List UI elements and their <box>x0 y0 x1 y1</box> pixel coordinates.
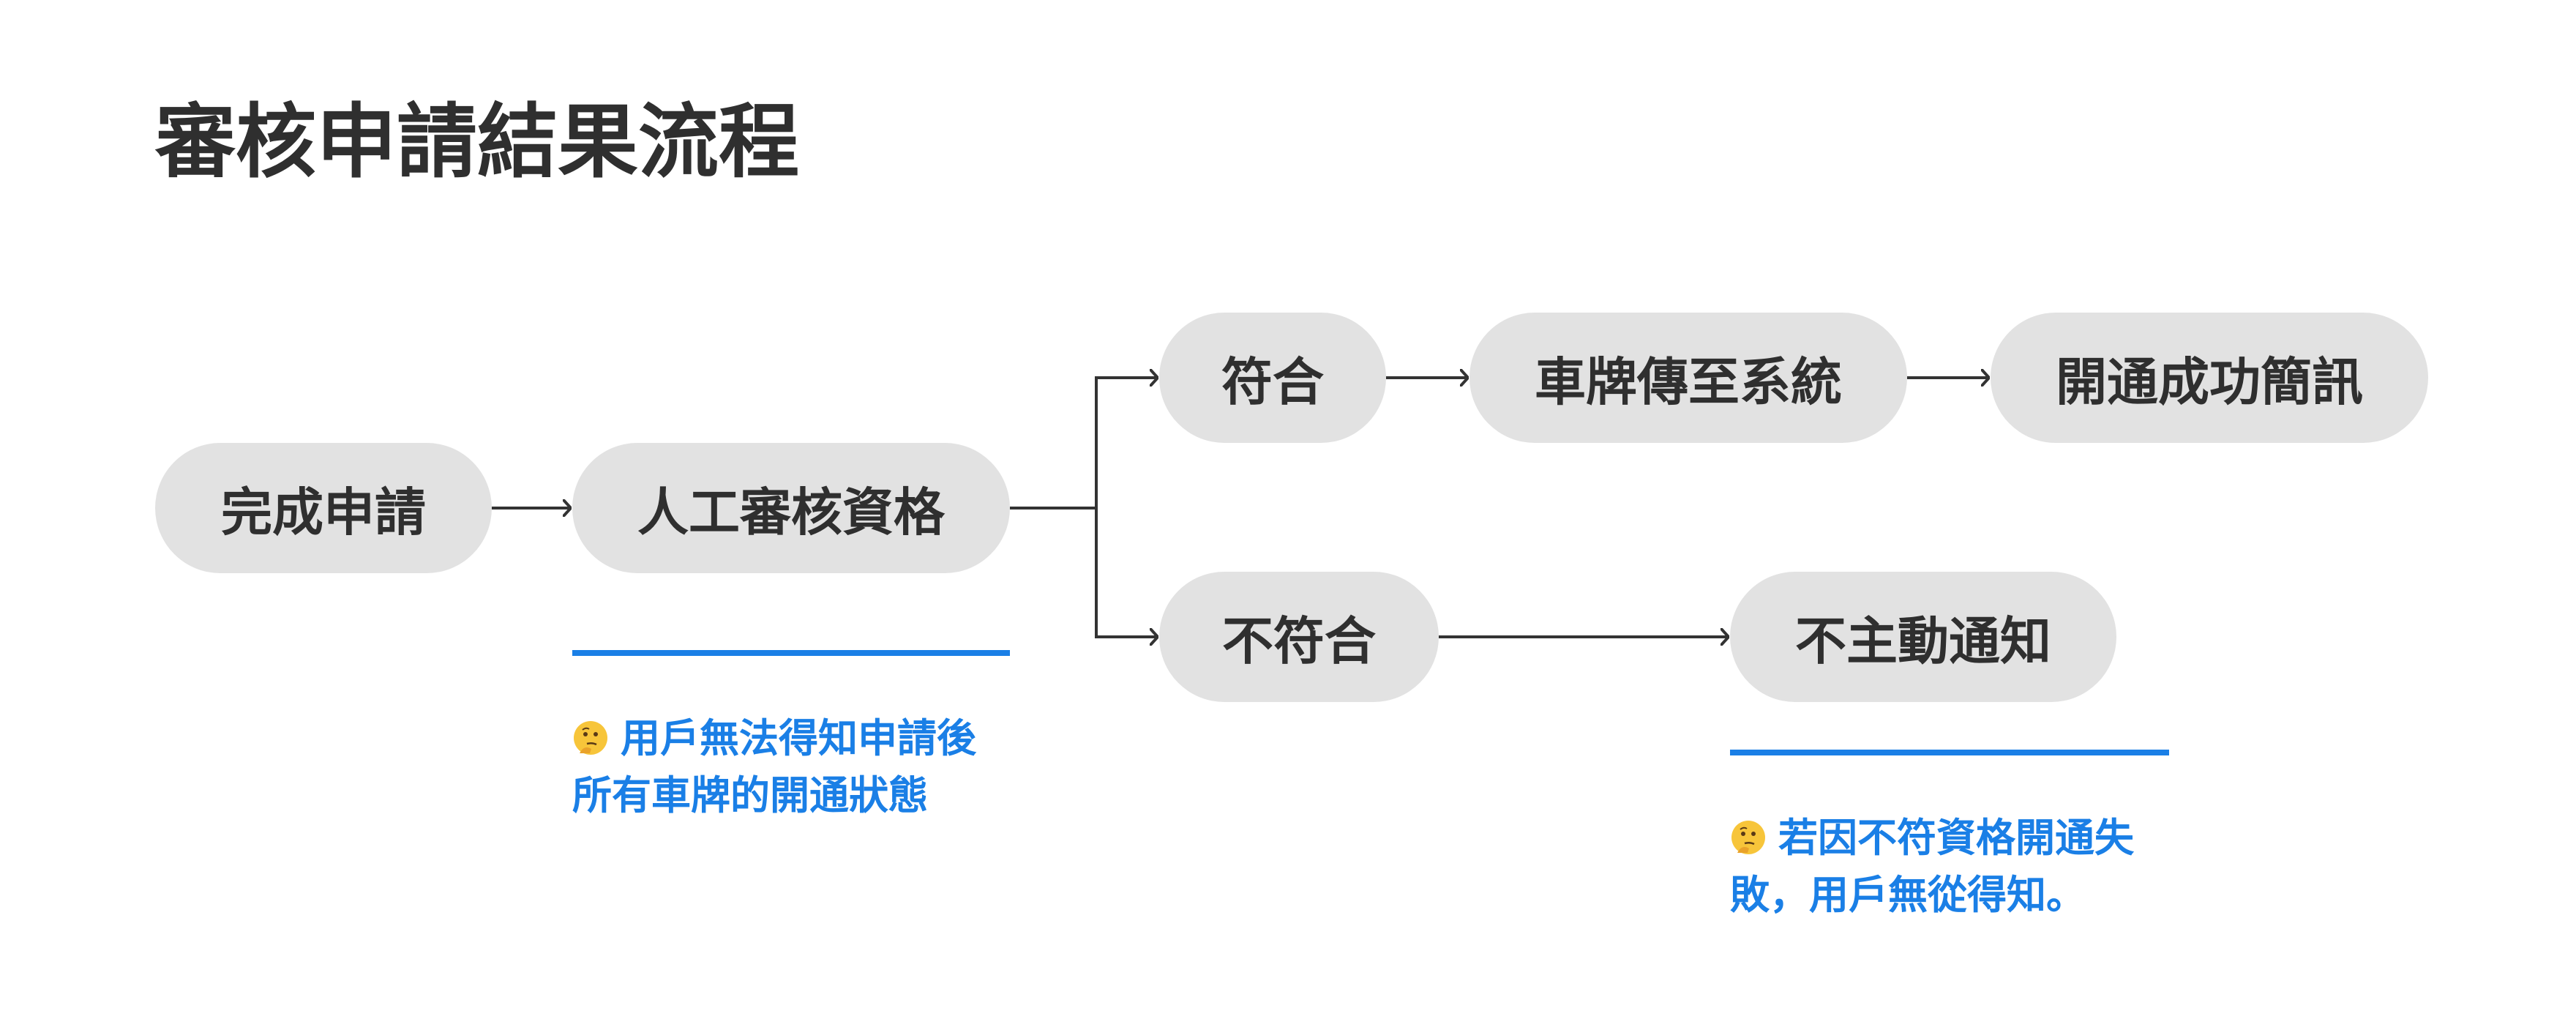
node-send-plate-to-system: 車牌傳至系統 <box>1469 313 1907 443</box>
thinking-face-icon <box>574 721 607 755</box>
note-not-qualified-text-2: 敗，用戶無從得知。 <box>1730 872 2086 918</box>
node-not-qualified: 不符合 <box>1159 572 1439 702</box>
note-underline-not-qualified <box>1730 750 2169 755</box>
note-review-text-2: 所有車牌的開通狀態 <box>572 772 928 818</box>
node-complete-application: 完成申請 <box>155 443 492 573</box>
note-review-line-1: 用戶無法得知申請後 <box>572 710 976 767</box>
thinking-face-icon <box>1731 821 1765 854</box>
note-review: 用戶無法得知申請後 所有車牌的開通狀態 <box>572 710 976 824</box>
note-review-text-1: 用戶無法得知申請後 <box>621 715 976 761</box>
node-no-active-notice: 不主動通知 <box>1730 572 2116 702</box>
page-title: 審核申請結果流程 <box>155 95 799 189</box>
node-activation-sms: 開通成功簡訊 <box>1991 313 2428 443</box>
note-not-qualified-text-1: 若因不符資格開通失 <box>1778 815 2134 861</box>
note-not-qualified-line-1: 若因不符資格開通失 <box>1730 810 2134 867</box>
note-not-qualified: 若因不符資格開通失 敗，用戶無從得知。 <box>1730 810 2134 924</box>
note-underline-review <box>572 650 1010 656</box>
node-manual-review: 人工審核資格 <box>572 443 1010 573</box>
node-qualified: 符合 <box>1159 313 1386 443</box>
